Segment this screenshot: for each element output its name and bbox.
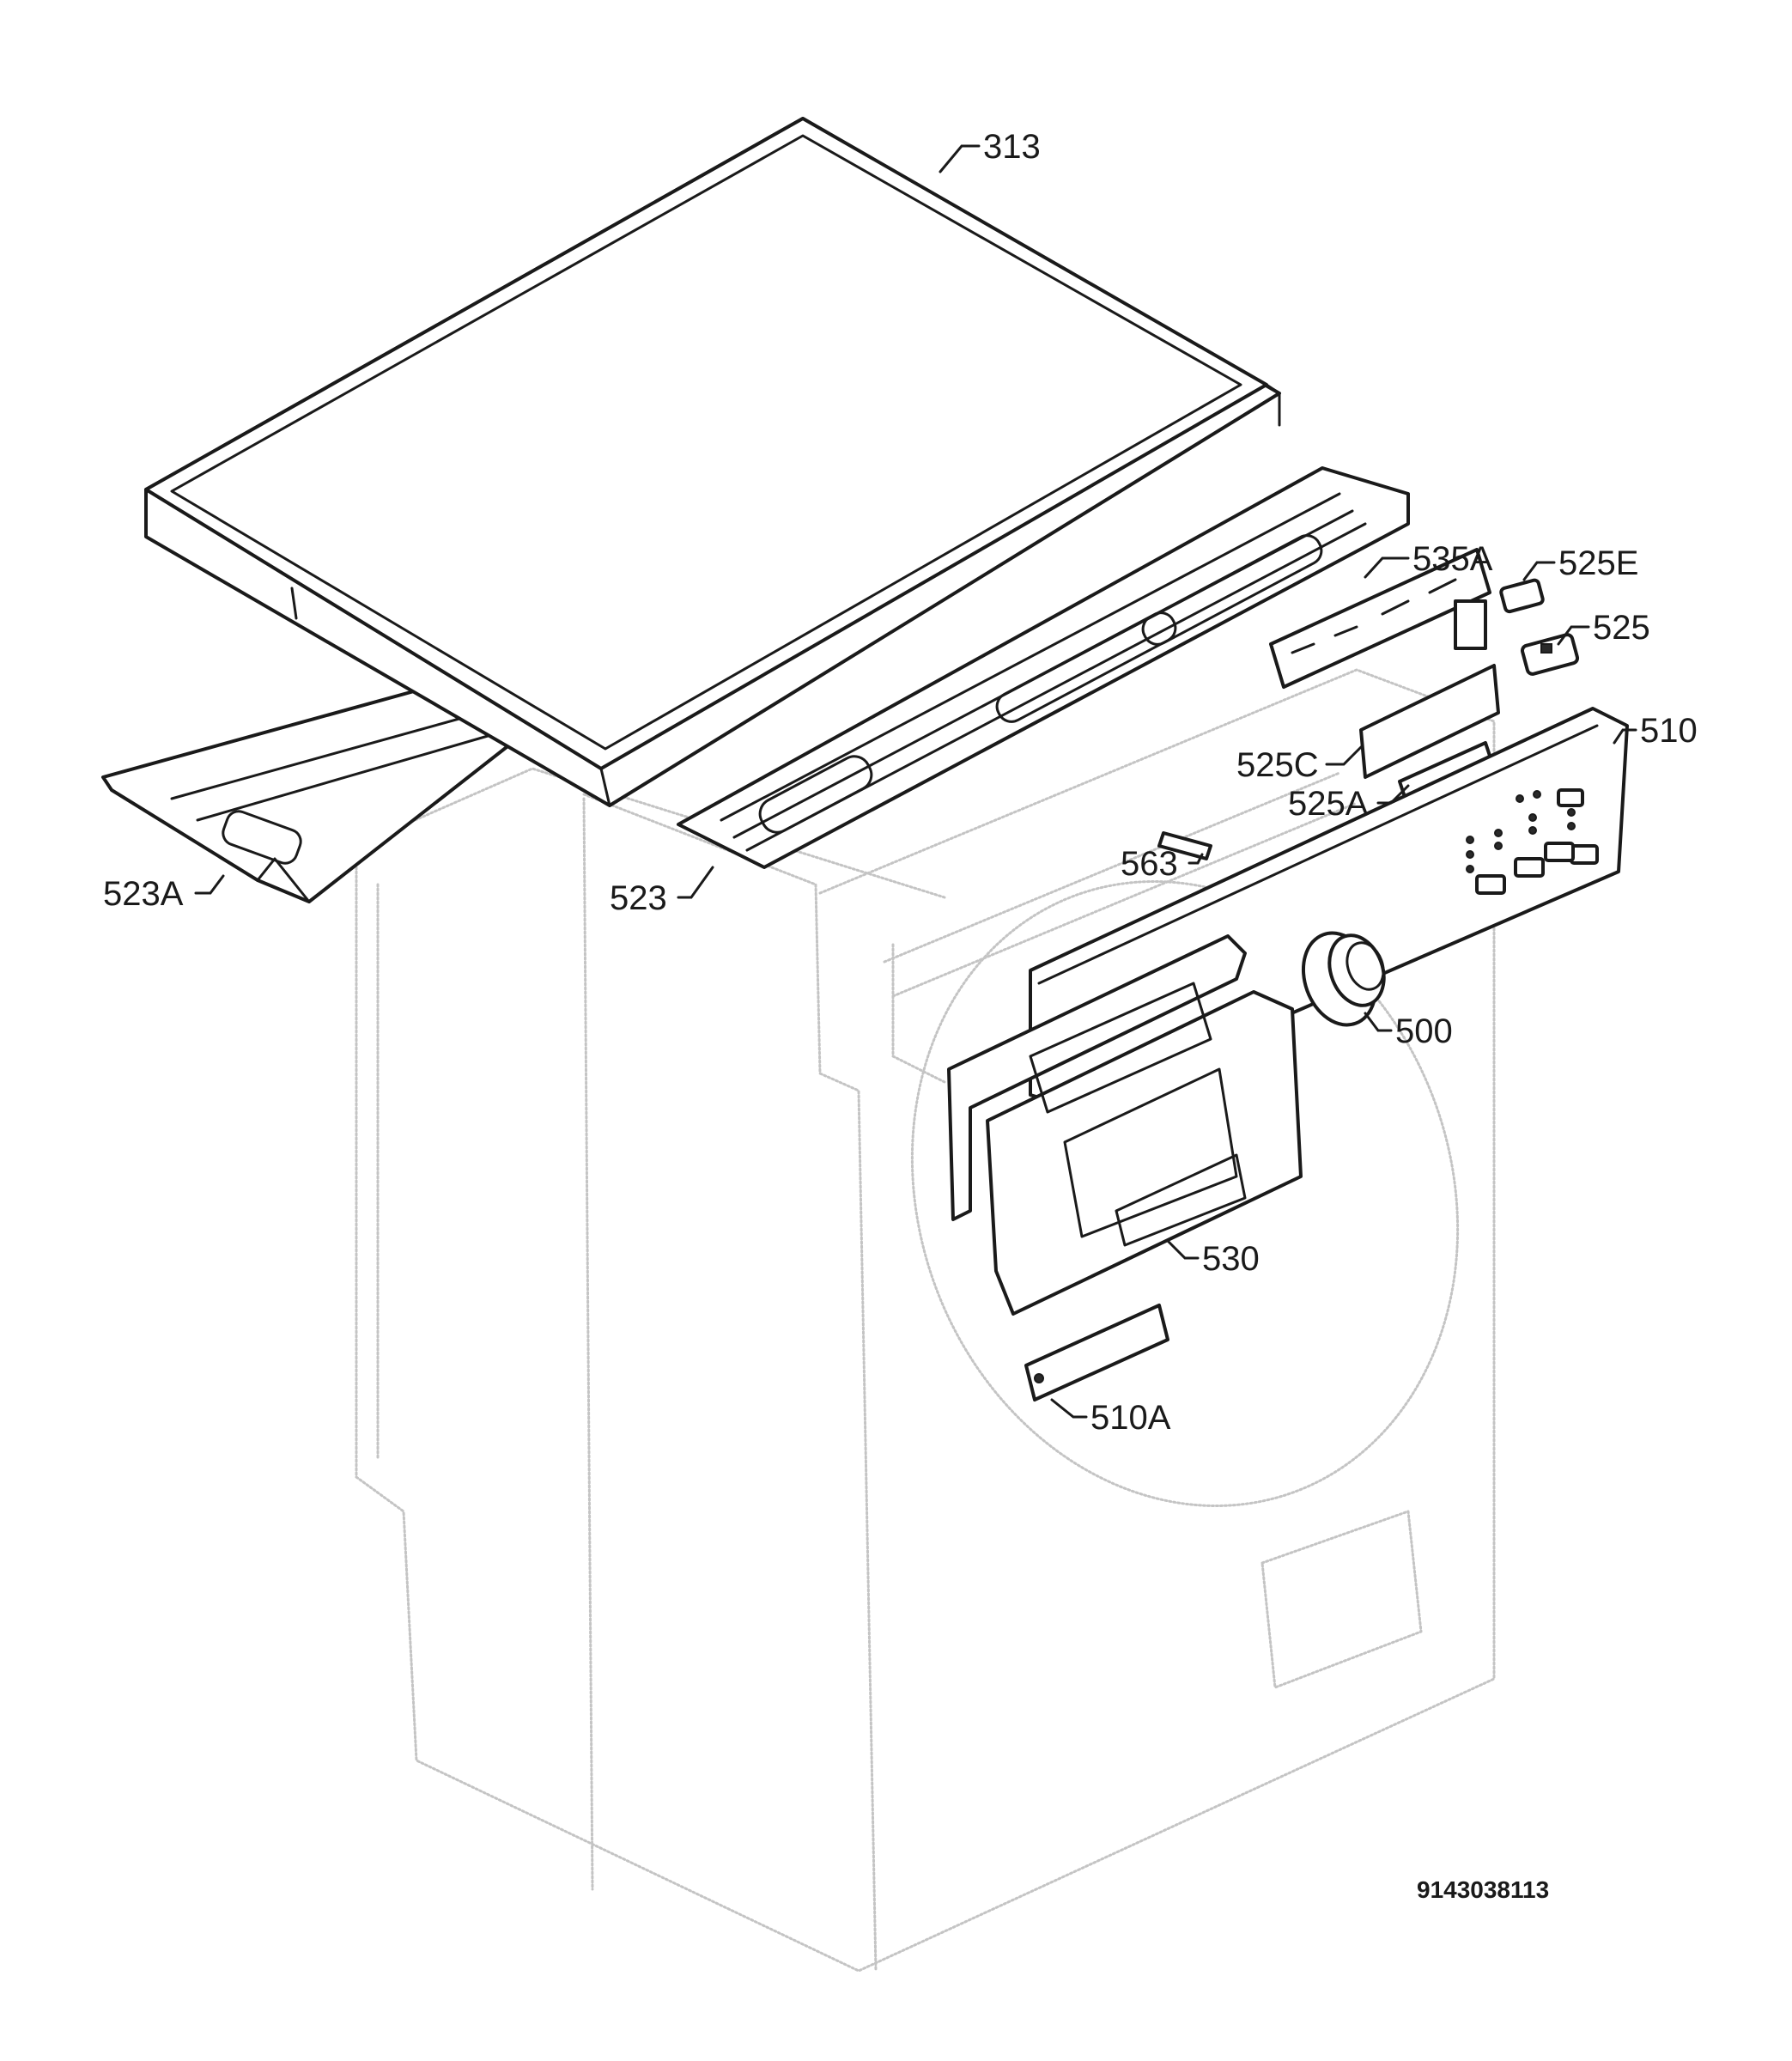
callout-313: 313 [983, 128, 1041, 166]
programme-knob-part-500 [1301, 931, 1386, 1027]
hinge-pin-part-563 [1157, 831, 1212, 860]
rating-plate-part-510A [1024, 1304, 1169, 1401]
callout-525A: 525A [1288, 785, 1369, 823]
callout-510A: 510A [1090, 1399, 1171, 1437]
switch-parts [1499, 578, 1580, 676]
control-boards [1269, 548, 1500, 809]
callout-563: 563 [1121, 845, 1178, 883]
callout-530: 530 [1202, 1240, 1260, 1278]
detergent-drawer-part-530 [947, 934, 1303, 1316]
drawing-number: 9143038113 [1417, 1876, 1549, 1903]
callout-523A: 523A [103, 875, 184, 913]
worktop-lid-part-313 [144, 117, 1281, 807]
callout-535A: 535A [1412, 540, 1493, 578]
callout-500: 500 [1395, 1012, 1453, 1050]
leader-lines [194, 144, 1637, 1419]
callout-525E: 525E [1558, 544, 1638, 582]
callout-510: 510 [1640, 712, 1698, 750]
rear-frame-part-523 [677, 466, 1410, 869]
left-frame-part-523A [101, 685, 517, 903]
callout-525C: 525C [1236, 746, 1319, 784]
callout-525: 525 [1593, 609, 1650, 647]
callout-523: 523 [610, 879, 667, 917]
